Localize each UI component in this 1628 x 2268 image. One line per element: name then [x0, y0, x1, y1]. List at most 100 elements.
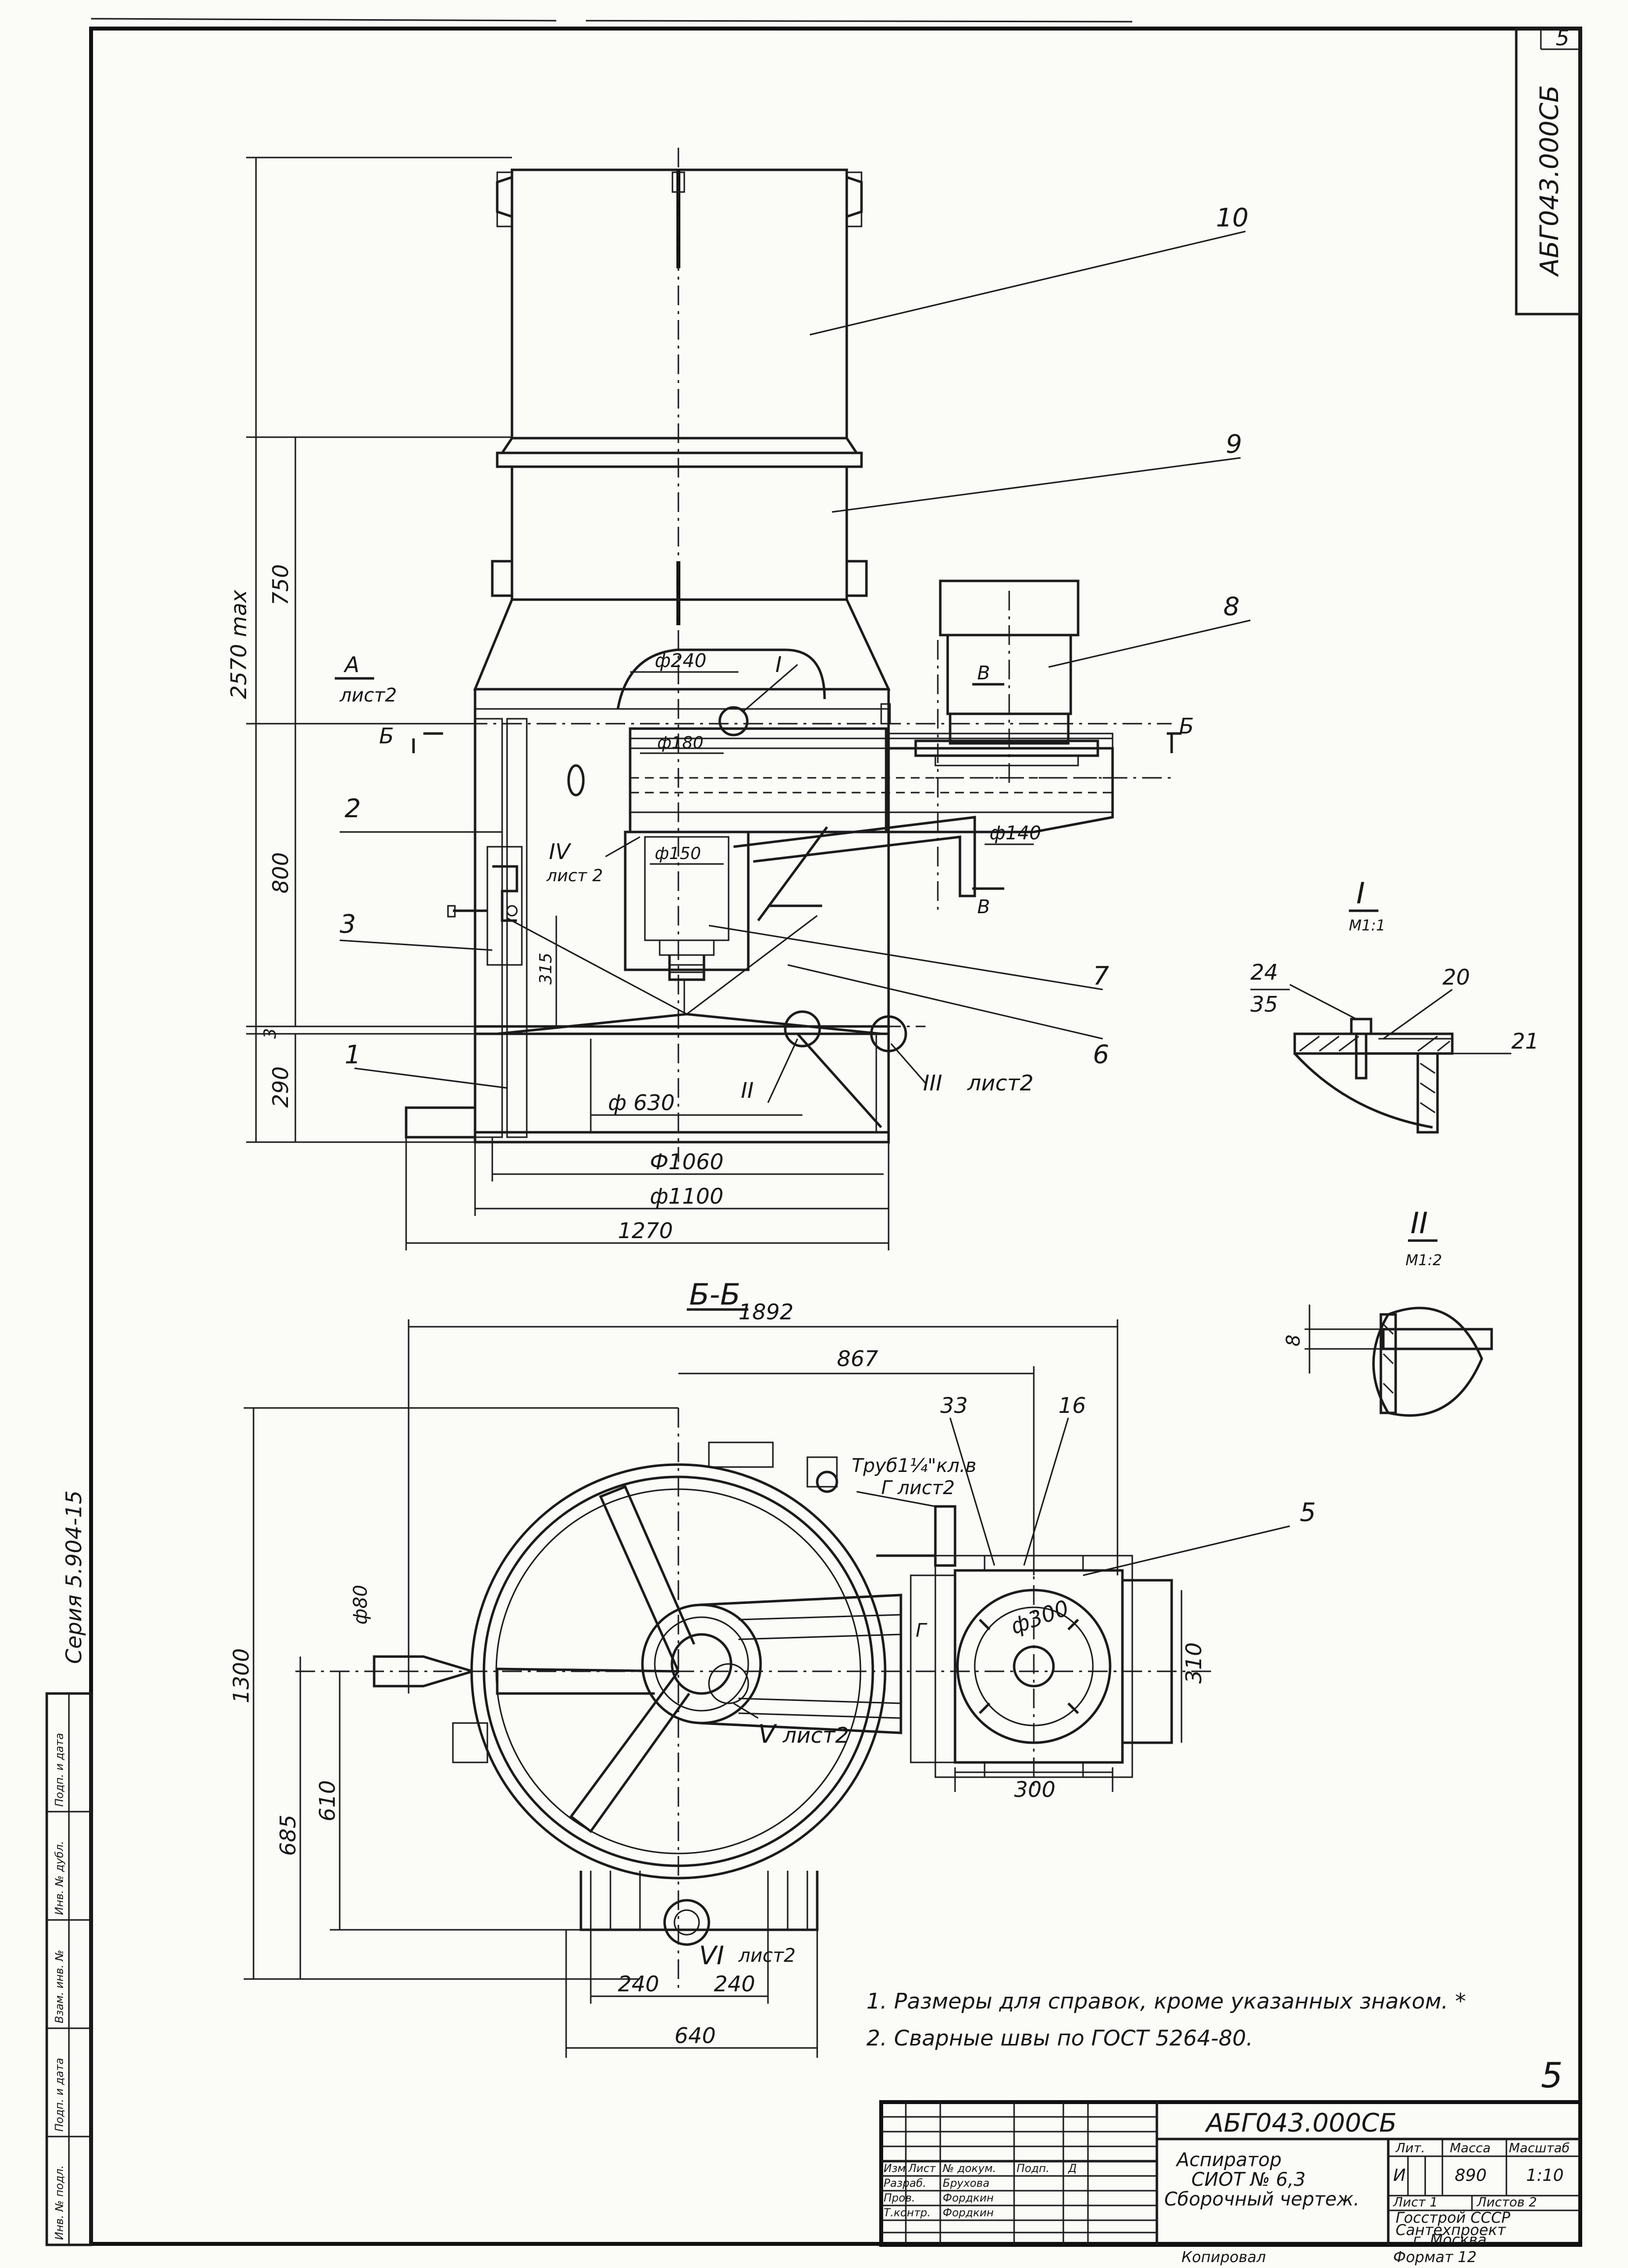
- tb-sheet: Лист 1: [1393, 2195, 1438, 2210]
- tb-org-1: Госстрой СССР: [1396, 2209, 1511, 2227]
- tb-row-tkontr-name: Фордкин: [943, 2207, 994, 2219]
- tb-row-razrab: Разраб.: [884, 2177, 926, 2190]
- callout-1: 1: [345, 1040, 361, 1070]
- stamp-inv-dubl: Инв. № дубл.: [54, 1841, 66, 1915]
- detail-I-scale: М1:1: [1349, 917, 1385, 934]
- dim-800: 800: [268, 852, 293, 894]
- doc-code-stamp: АБГ043.000СБ: [1535, 85, 1564, 277]
- callout-5: 5: [1300, 1498, 1316, 1528]
- dim-3: 3: [260, 1028, 280, 1039]
- callout-leaders: [339, 230, 1251, 1089]
- detail-I-20: 20: [1442, 965, 1470, 990]
- callout-9: 9: [1226, 430, 1242, 459]
- callout-10: 10: [1216, 203, 1248, 233]
- dim-640: 640: [674, 2023, 716, 2048]
- stamp-vzam: Взам. инв. №: [54, 1950, 66, 2023]
- dia-300: ф300: [1007, 1596, 1072, 1640]
- node-VI-label: VI: [699, 1941, 724, 1971]
- tb-col-mass: Масса: [1450, 2141, 1491, 2156]
- callout-33: 33: [940, 1393, 968, 1418]
- note-2: 2. Сварные швы по ГОСТ 5264-80.: [866, 2026, 1253, 2051]
- detail-I-title: I: [1356, 876, 1365, 911]
- stamp-sign-date: Подп. и дата: [54, 2058, 66, 2132]
- tb-hdr-list: Лист: [908, 2163, 936, 2175]
- tb-hdr-podp: Подп.: [1017, 2163, 1050, 2175]
- dim-750: 750: [268, 564, 293, 606]
- front-dimensions: [246, 157, 1181, 1250]
- tb-col-scale: Масштаб: [1509, 2141, 1570, 2156]
- front-view: [405, 148, 1172, 1162]
- pipe-note: Труб1¼"кл.в: [852, 1455, 976, 1476]
- node-IV-label: IV: [549, 839, 572, 864]
- tb-row-prov-name: Фордкин: [943, 2192, 994, 2204]
- dim-867: 867: [837, 1346, 878, 1372]
- callout-2: 2: [345, 794, 361, 824]
- view-v-top: B: [977, 662, 990, 684]
- dim-1892: 1892: [738, 1300, 794, 1325]
- stamp-sign-date-2: Подп. и дата: [54, 1733, 66, 1807]
- tb-row-tkontr: Т.контр.: [884, 2207, 930, 2219]
- detail-II: [1305, 1239, 1493, 1417]
- pipe-note-sheet: Г лист2: [881, 1477, 955, 1499]
- view-v-bottom: B: [977, 896, 990, 918]
- left-stamp: [45, 1692, 93, 2246]
- tb-row-razrab-name: Брухова: [943, 2177, 990, 2190]
- dia-140: ф140: [990, 822, 1041, 844]
- dim-290: 290: [268, 1066, 293, 1108]
- detail-II-title: II: [1410, 1206, 1428, 1241]
- page-mark-bottom: 5: [1541, 2055, 1563, 2096]
- stamp-inv: Инв. № подл.: [54, 2165, 66, 2240]
- tb-hdr-data: Д: [1068, 2163, 1077, 2175]
- section-a-label: A: [343, 652, 359, 677]
- dia-150: ф150: [655, 844, 701, 863]
- view-g-label: Г: [916, 1620, 927, 1641]
- dim-610: 610: [315, 1780, 340, 1821]
- series-label: Серия 5.904-15: [62, 1490, 87, 1664]
- callout-6: 6: [1093, 1040, 1109, 1070]
- dia-240: ф240: [655, 650, 706, 671]
- tb-scale-value: 1:10: [1526, 2166, 1564, 2185]
- tb-product-2: СИОТ № 6,3: [1191, 2169, 1306, 2190]
- callout-16: 16: [1058, 1393, 1086, 1418]
- node-V-sheet: лист2: [782, 1723, 849, 1748]
- tb-product-1: Аспиратор: [1175, 2149, 1281, 2171]
- dia-80: ф80: [350, 1585, 371, 1625]
- tb-col-lit: Лит.: [1395, 2141, 1425, 2156]
- tb-copied: Копировал: [1181, 2249, 1266, 2266]
- tb-row-prov: Пров.: [884, 2192, 915, 2204]
- detail-I-21: 21: [1511, 1029, 1539, 1054]
- tb-format: Формат 12: [1393, 2249, 1476, 2266]
- callout-3: 3: [340, 910, 356, 939]
- tb-designation: АБГ043.000СБ: [1205, 2108, 1397, 2138]
- plan-title: Б-Б: [689, 1278, 740, 1312]
- dia-1100: ф1100: [650, 1184, 724, 1209]
- dim-240-right: 240: [714, 1972, 755, 1997]
- detail-I: [1250, 909, 1511, 1134]
- node-III-label: III: [923, 1071, 942, 1096]
- tb-hdr-izm: Изм: [884, 2163, 906, 2175]
- dim-685: 685: [276, 1815, 301, 1856]
- dim-240-left: 240: [618, 1972, 659, 1997]
- section-b-right: Б: [1179, 714, 1194, 739]
- tb-org-2: Сантехпроект: [1396, 2222, 1506, 2239]
- dim-315: 315: [536, 953, 556, 985]
- callout-7: 7: [1093, 961, 1109, 991]
- node-I-label: I: [775, 652, 782, 677]
- dia-630: ф 630: [608, 1090, 675, 1116]
- dim-1270: 1270: [618, 1218, 673, 1244]
- node-III-sheet: лист2: [967, 1071, 1034, 1096]
- node-II-label: II: [741, 1078, 754, 1103]
- detail-II-scale: М1:2: [1405, 1252, 1442, 1269]
- dim-310: 310: [1181, 1642, 1207, 1684]
- node-V-label: V: [758, 1720, 777, 1749]
- tb-lit-value: И: [1393, 2166, 1405, 2185]
- dim-300: 300: [1014, 1777, 1055, 1802]
- section-b-left: Б: [379, 724, 394, 749]
- detail-I-35: 35: [1250, 992, 1278, 1017]
- title-block: [879, 2100, 1582, 2247]
- callout-8: 8: [1223, 592, 1240, 622]
- detail-I-24: 24: [1250, 960, 1278, 985]
- page-number: 5: [1556, 26, 1569, 51]
